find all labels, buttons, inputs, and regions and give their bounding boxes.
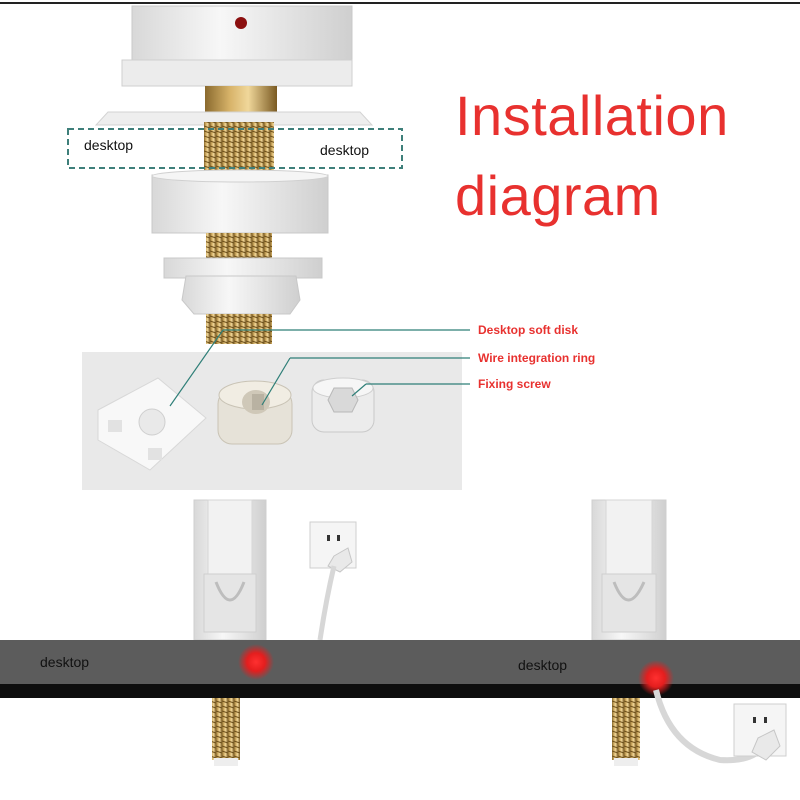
diagram-title-line-2: diagram xyxy=(455,164,661,227)
power-outlet-lower xyxy=(653,689,787,764)
top-gasket xyxy=(94,111,374,126)
top-desktop-label-left: desktop xyxy=(84,137,134,153)
callout-soft-disk: Desktop soft disk xyxy=(478,323,579,337)
callout-lines xyxy=(169,329,470,407)
wire-integration-ring xyxy=(217,380,293,445)
callout-wire-ring: Wire integration ring xyxy=(478,351,596,365)
mount-hole-marker-right xyxy=(638,660,674,696)
top-desktop-label-right: desktop xyxy=(320,142,370,158)
brass-pipe-upper xyxy=(205,86,277,116)
callout-fixing-screw: Fixing screw xyxy=(478,377,551,391)
washer xyxy=(163,257,323,279)
bottom-desktop-label-right: desktop xyxy=(518,657,568,673)
desktop-bar xyxy=(0,640,800,684)
mount-hole-marker-left xyxy=(238,644,274,680)
bottom-desktop-label-left: desktop xyxy=(40,654,90,670)
white-nut-cylinder xyxy=(151,174,329,234)
power-outlet-upper xyxy=(309,521,357,641)
diagram-title-line-1: Installation xyxy=(455,84,729,147)
desktop-soft-disk xyxy=(97,377,207,471)
faucet-body xyxy=(121,5,353,87)
indicator-dot xyxy=(235,17,247,29)
hex-nut xyxy=(181,275,301,315)
stud-right xyxy=(612,698,640,760)
faucet-right-installed xyxy=(591,499,667,641)
stud-left xyxy=(212,698,240,760)
desktop-bar-edge xyxy=(0,684,800,698)
fixing-screw xyxy=(311,377,375,433)
threaded-rod-middle xyxy=(206,233,272,261)
desktop-dashed-box xyxy=(67,128,403,169)
faucet-left-installed xyxy=(193,499,267,641)
